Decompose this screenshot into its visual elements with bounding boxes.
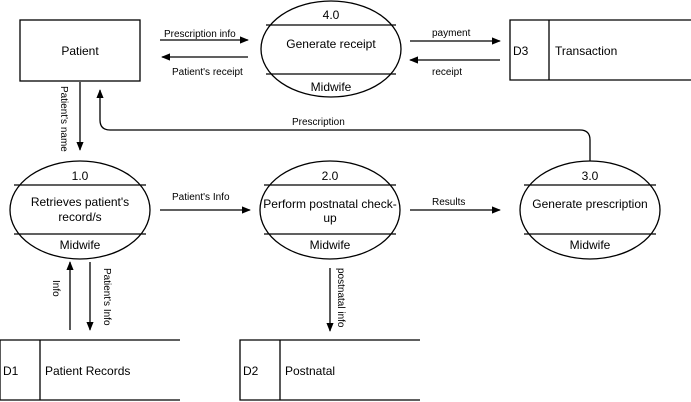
store-d3-name: Transaction xyxy=(555,44,617,58)
process-1-name-line2: record/s xyxy=(58,210,101,224)
flow-prescription[interactable]: Prescription xyxy=(96,89,591,161)
process-3-name: Generate prescription xyxy=(532,197,647,211)
flow-prescription-label: Prescription xyxy=(292,117,345,128)
flow-postnatal-info[interactable]: postnatal info xyxy=(326,268,346,332)
store-d1-id: D1 xyxy=(3,364,19,378)
flow-patients-info-p1-p2[interactable]: Patient's Info xyxy=(160,192,251,214)
process-3-id: 3.0 xyxy=(582,169,599,183)
process-3-generate-prescription[interactable]: 3.0 Generate prescription Midwife xyxy=(519,160,661,260)
process-2-name-line2: up xyxy=(323,211,337,225)
flow-patients-info-p1-p2-label: Patient's Info xyxy=(172,192,230,203)
process-2-actor: Midwife xyxy=(310,238,351,252)
flow-patients-name[interactable]: Patient's name xyxy=(58,82,84,152)
flow-postnatal-info-label: postnatal info xyxy=(335,268,346,328)
process-1-actor: Midwife xyxy=(60,238,101,252)
flow-patients-info-store-label: Patient's Info xyxy=(101,268,112,326)
flow-results-label: Results xyxy=(432,197,465,208)
flow-receipt-label: receipt xyxy=(432,67,462,78)
process-3-actor: Midwife xyxy=(570,238,611,252)
process-4-name: Generate receipt xyxy=(286,37,376,51)
process-4-id: 4.0 xyxy=(323,8,340,22)
store-d3-transaction[interactable]: D3 Transaction xyxy=(509,19,691,81)
flow-patients-info-store[interactable]: Patient's Info xyxy=(86,262,112,331)
store-d3-id: D3 xyxy=(513,44,529,58)
flow-payment-label: payment xyxy=(432,28,471,39)
process-4-generate-receipt[interactable]: 4.0 Generate receipt Midwife xyxy=(260,0,402,98)
process-1-retrieves-records[interactable]: 1.0 Retrieves patient's record/s Midwife xyxy=(9,160,151,260)
flow-prescription-info-label: Prescription info xyxy=(164,29,236,40)
process-2-postnatal-checkup[interactable]: 2.0 Perform postnatal check- up Midwife xyxy=(259,160,401,260)
flow-info-label: Info xyxy=(50,280,61,297)
store-d1-name: Patient Records xyxy=(45,364,130,378)
store-d2-id: D2 xyxy=(243,364,259,378)
flow-info[interactable]: Info xyxy=(50,261,74,330)
process-4-actor: Midwife xyxy=(311,80,352,94)
flow-results[interactable]: Results xyxy=(410,197,501,214)
flow-patients-receipt-label: Patient's receipt xyxy=(172,67,243,78)
store-d2-postnatal[interactable]: D2 Postnatal xyxy=(239,339,420,401)
process-2-id: 2.0 xyxy=(322,169,339,183)
entity-patient-label: Patient xyxy=(61,44,99,58)
flow-receipt[interactable]: receipt xyxy=(409,56,500,78)
process-1-name-line1: Retrieves patient's xyxy=(31,195,129,209)
store-d1-patient-records[interactable]: D1 Patient Records xyxy=(0,339,180,401)
process-2-name-line1: Perform postnatal check- xyxy=(263,197,396,211)
flow-patients-name-label: Patient's name xyxy=(58,86,69,152)
store-d2-name: Postnatal xyxy=(285,364,335,378)
flow-prescription-info[interactable]: Prescription info xyxy=(160,29,249,44)
process-1-id: 1.0 xyxy=(72,169,89,183)
flow-payment[interactable]: payment xyxy=(410,28,501,45)
entity-patient[interactable]: Patient xyxy=(19,19,141,82)
flow-patients-receipt[interactable]: Patient's receipt xyxy=(161,53,248,78)
